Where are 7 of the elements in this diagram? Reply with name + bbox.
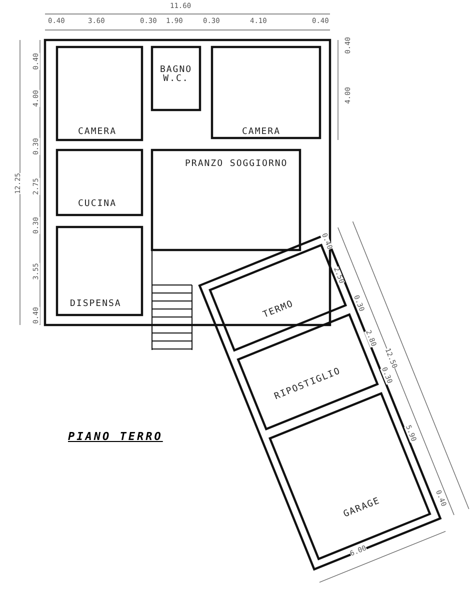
room-label: CAMERA <box>242 128 281 137</box>
room-label: BAGNO W.C. <box>158 66 194 84</box>
room-label: PRANZO SOGGIORNO <box>185 160 288 169</box>
plan-title: PIANO TERRO <box>68 430 163 443</box>
room-label: DISPENSA <box>70 300 122 309</box>
room-label: CUCINA <box>78 200 117 209</box>
room-label: CAMERA <box>78 128 117 137</box>
